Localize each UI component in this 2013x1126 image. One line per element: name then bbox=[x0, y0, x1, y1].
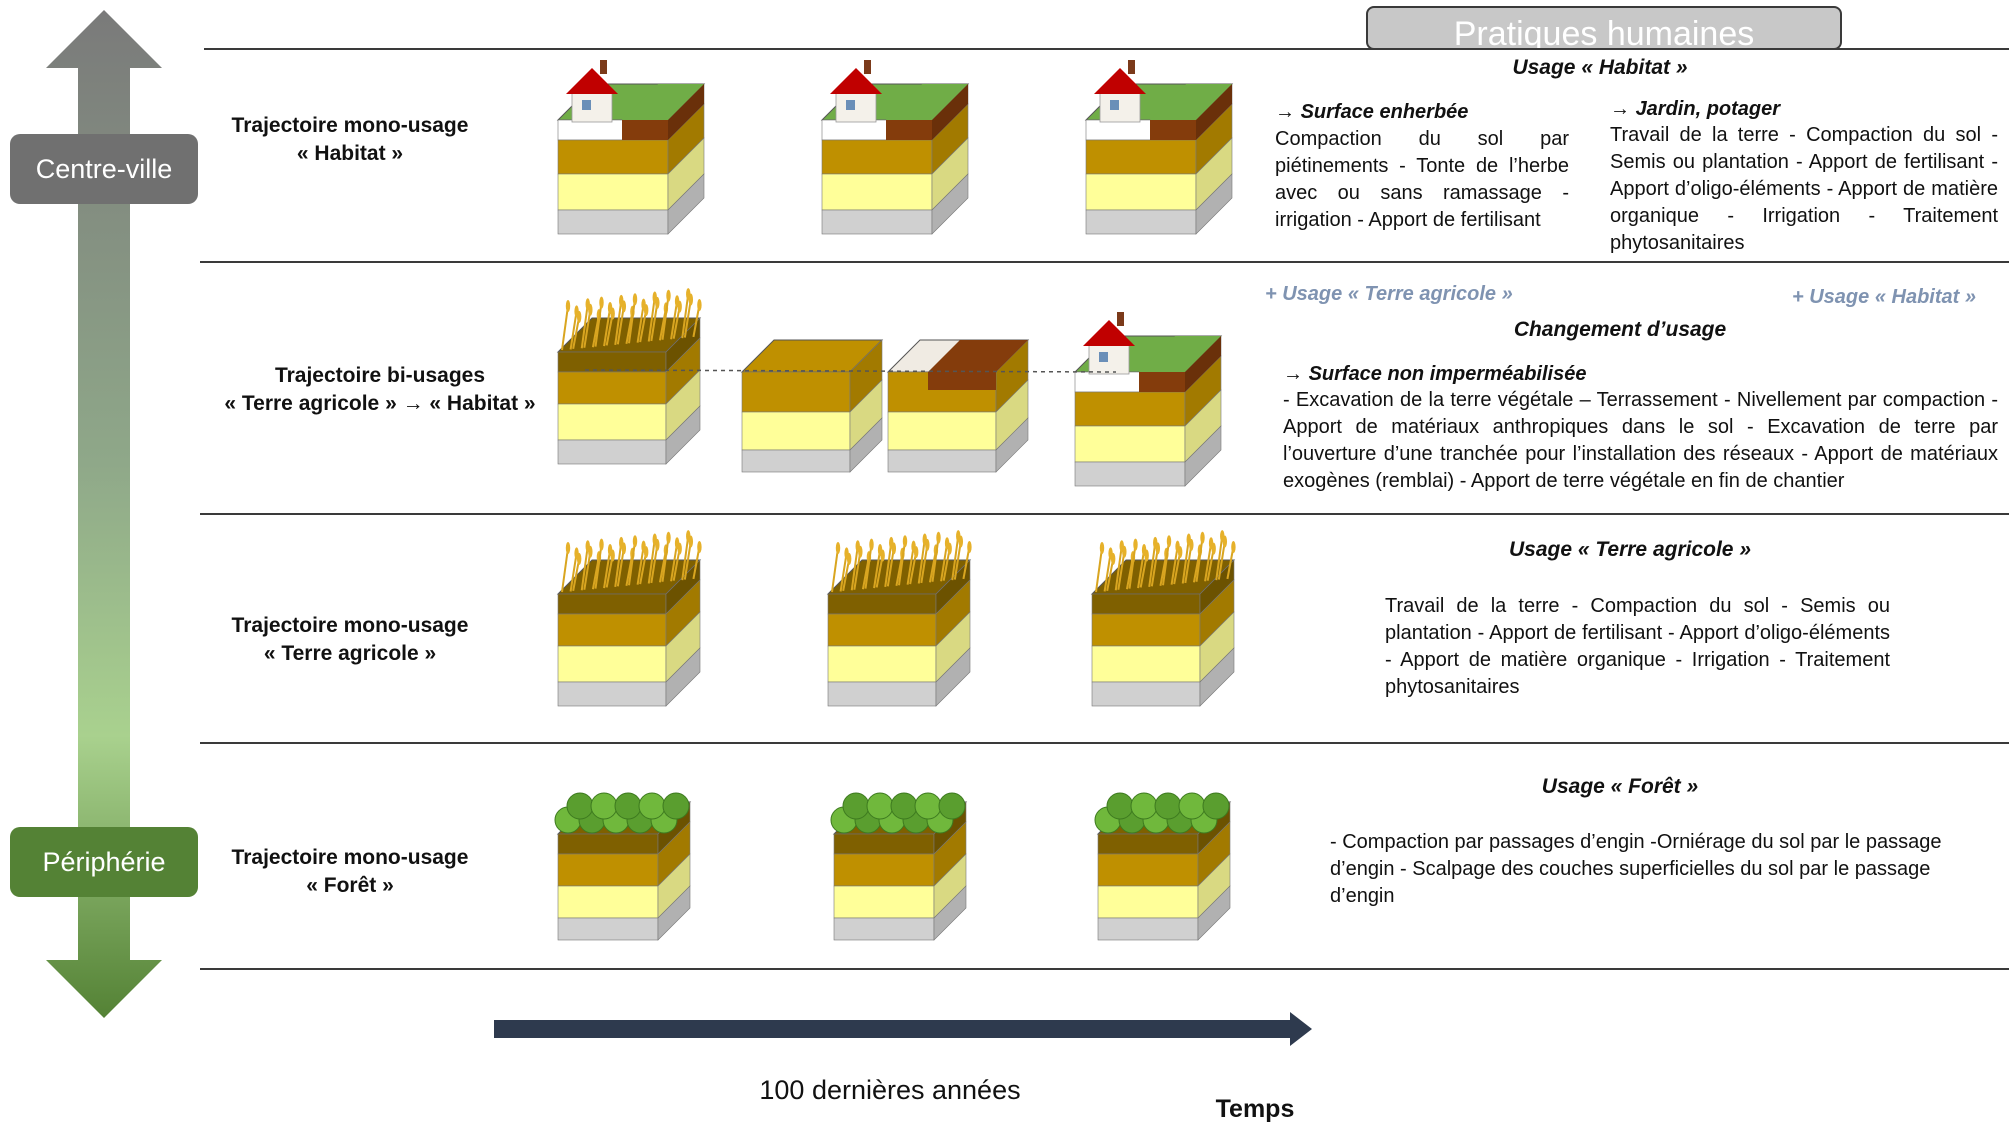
separator-line bbox=[200, 261, 2009, 263]
soil-block-habitat bbox=[556, 60, 706, 235]
period-label: 100 dernières années bbox=[759, 1075, 1021, 1105]
house-icon bbox=[1083, 312, 1135, 375]
tree-icon bbox=[1094, 792, 1230, 834]
tree-icon bbox=[830, 792, 966, 834]
pratiques-humaines-tab: Pratiques humaines bbox=[1366, 6, 1842, 50]
soil-block-excavated bbox=[740, 339, 884, 473]
row-bi-usage-left-text: - Excavation de la terre végétale – Terr… bbox=[1283, 389, 1998, 492]
soil-block-habitat bbox=[1073, 312, 1223, 487]
pratiques-humaines-title: Pratiques humaines bbox=[1453, 15, 1755, 50]
house-icon bbox=[1094, 60, 1146, 123]
ground-level-line bbox=[584, 369, 1117, 373]
separator-line bbox=[200, 968, 2009, 970]
row-habitat-right-text: Travail de la terre - Compaction du sol … bbox=[1610, 124, 1998, 254]
soil-block-agricultural bbox=[556, 530, 702, 707]
plus-usage-habitat: + Usage « Habitat » bbox=[1792, 286, 1976, 308]
centre-ville-label: Centre-ville bbox=[10, 134, 198, 204]
row-foret-text: - Compaction par passages d’engin -Ornié… bbox=[1330, 831, 1942, 907]
wheat-icon bbox=[561, 530, 702, 593]
soil-block-forest bbox=[554, 792, 692, 941]
row-habitat-label: Trajectoire mono-usage« Habitat » bbox=[231, 114, 469, 165]
changement-usage-title: Changement d’usage bbox=[1513, 318, 1727, 341]
row-foret-label: Trajectoire mono-usage« Forêt » bbox=[231, 846, 469, 897]
peripherie-label: Périphérie bbox=[10, 827, 198, 897]
row-habitat-left-title: → Surface enherbée bbox=[1275, 101, 1469, 123]
soil-block-habitat bbox=[1084, 60, 1234, 235]
wheat-icon bbox=[1095, 530, 1236, 593]
soil-block-habitat bbox=[820, 60, 970, 235]
separator-line bbox=[204, 48, 2009, 50]
house-icon bbox=[830, 60, 882, 123]
soil-block-forest bbox=[1094, 792, 1232, 941]
separator-line bbox=[200, 742, 2009, 744]
row-bi-usage-left-title: → Surface non imperméabilisée bbox=[1283, 363, 1587, 385]
row-terre-agricole-usage-title: Usage « Terre agricole » bbox=[1508, 538, 1751, 561]
row-terre-agricole-label: Trajectoire mono-usage« Terre agricole » bbox=[231, 614, 469, 665]
row-habitat-right-title: → Jardin, potager bbox=[1610, 98, 1781, 120]
plus-usage-terre-agricole: + Usage « Terre agricole » bbox=[1265, 283, 1513, 305]
soil-block-agricultural bbox=[1090, 530, 1236, 707]
time-axis-label: Temps bbox=[1215, 1095, 1295, 1123]
row-habitat-usage-title: Usage « Habitat » bbox=[1512, 56, 1688, 79]
wheat-icon bbox=[561, 288, 702, 351]
soil-block-agricultural bbox=[556, 288, 702, 465]
soil-block-forest bbox=[830, 792, 968, 941]
row-foret-usage-title: Usage « Forêt » bbox=[1541, 775, 1699, 798]
tree-icon bbox=[554, 792, 690, 834]
row-habitat-left-text: Compaction du sol par piétinements - Ton… bbox=[1275, 128, 1569, 231]
row-terre-agricole-text: Travail de la terre - Compaction du sol … bbox=[1385, 595, 1890, 698]
house-icon bbox=[566, 60, 618, 123]
soil-block-agricultural bbox=[826, 530, 972, 707]
row-bi-usage-label: Trajectoire bi-usages« Terre agricole » … bbox=[224, 364, 536, 415]
soil-block-backfilled bbox=[886, 339, 1030, 473]
separator-line bbox=[200, 513, 2009, 515]
wheat-icon bbox=[831, 530, 972, 593]
